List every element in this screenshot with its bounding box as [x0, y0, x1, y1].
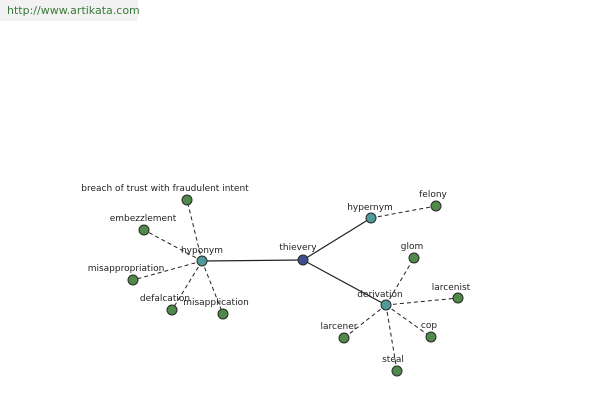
node-misapplication[interactable] — [217, 308, 229, 320]
node-derivation[interactable] — [380, 299, 392, 311]
nodes-layer — [127, 194, 464, 377]
node-misappropriation[interactable] — [127, 274, 139, 286]
node-label-defalcation: defalcation — [140, 294, 190, 304]
site-url[interactable]: http://www.artikata.com — [0, 0, 140, 21]
node-breach[interactable] — [181, 194, 193, 206]
node-label-steal: steal — [382, 355, 404, 365]
node-defalcation[interactable] — [166, 304, 178, 316]
node-embezzlement[interactable] — [138, 224, 150, 236]
edge-derivation-larcener — [343, 304, 387, 339]
node-hypernym[interactable] — [365, 212, 377, 224]
edge-hyponym-misappropriation — [132, 260, 203, 281]
edge-thievery-hyponym — [201, 259, 304, 262]
node-label-felony: felony — [419, 190, 447, 200]
edge-derivation-cop — [385, 304, 432, 338]
edge-derivation-glom — [385, 257, 415, 306]
node-label-breach: breach of trust with fraudulent intent — [81, 184, 249, 194]
edge-thievery-derivation — [302, 259, 387, 306]
node-label-larcenist: larcenist — [432, 283, 471, 293]
node-label-thievery: thievery — [279, 243, 317, 253]
node-label-embezzlement: embezzlement — [110, 214, 177, 224]
node-glom[interactable] — [408, 252, 420, 264]
node-cop[interactable] — [425, 331, 437, 343]
node-label-derivation: derivation — [357, 290, 403, 300]
node-thievery[interactable] — [297, 254, 309, 266]
node-label-larcener: larcener — [321, 322, 358, 332]
node-larcenist[interactable] — [452, 292, 464, 304]
node-label-hypernym: hypernym — [347, 203, 393, 213]
labels-layer: thievery hyponym hypernym derivation breach … — [81, 184, 470, 365]
node-label-misapplication: misapplication — [183, 298, 249, 308]
node-label-hyponym: hyponym — [181, 246, 223, 256]
node-larcener[interactable] — [338, 332, 350, 344]
node-felony[interactable] — [430, 200, 442, 212]
edge-hyponym-breach — [186, 199, 203, 262]
edge-hyponym-misapplication — [201, 260, 224, 315]
edge-hyponym-defalcation — [171, 260, 203, 311]
node-label-cop: cop — [421, 321, 437, 331]
edge-hyponym-embezzlement — [143, 229, 203, 262]
node-label-glom: glom — [401, 242, 424, 252]
node-steal[interactable] — [391, 365, 403, 377]
edge-derivation-larcenist — [385, 297, 459, 306]
node-hyponym[interactable] — [196, 255, 208, 267]
edge-thievery-hypernym — [302, 217, 372, 261]
edges-layer — [132, 199, 459, 372]
node-label-misappropriation: misappropriation — [88, 264, 165, 274]
